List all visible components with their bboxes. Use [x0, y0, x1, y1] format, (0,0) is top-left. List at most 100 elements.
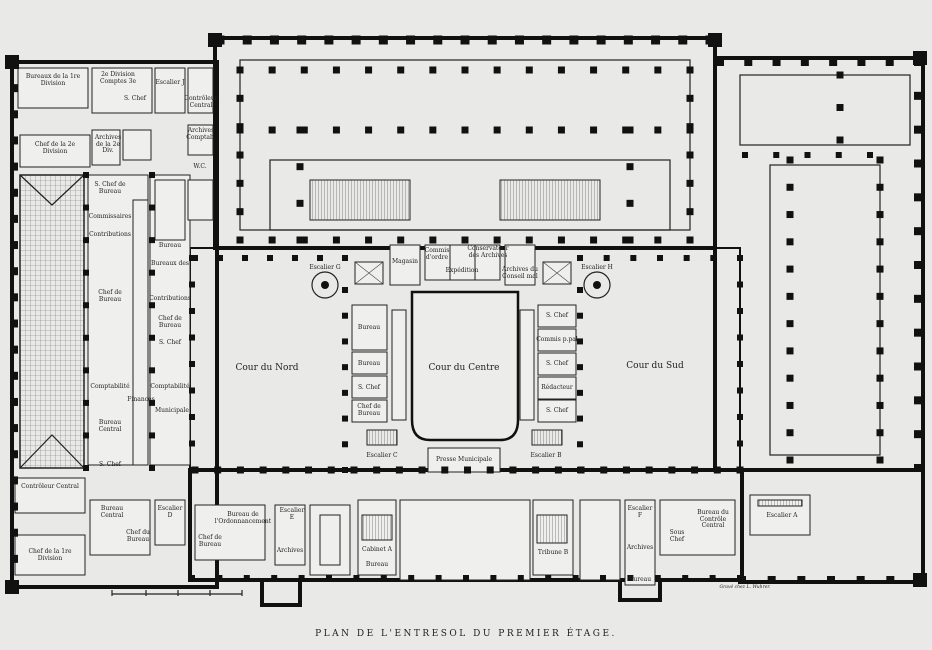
wall-pier — [408, 575, 415, 581]
wall-pier — [236, 236, 244, 244]
wall-pier — [686, 236, 694, 244]
wall-pier — [786, 183, 794, 191]
wall-pier — [577, 255, 583, 261]
grand-hall — [239, 59, 911, 456]
wall-pier — [596, 35, 606, 45]
wall-pier — [300, 126, 308, 134]
wall-pier — [149, 237, 155, 244]
wall-pier — [461, 66, 469, 74]
wall-pier — [876, 429, 884, 437]
wall-pier — [686, 208, 694, 216]
wall-pier — [380, 575, 387, 581]
glass-roof-court — [19, 174, 85, 469]
wall-pier — [645, 466, 653, 474]
wall-pier — [517, 575, 524, 581]
wall-pier — [876, 320, 884, 328]
wall-pier — [435, 575, 442, 581]
wall-pier — [876, 265, 884, 273]
wall-pier — [577, 415, 583, 422]
wall-pier — [577, 287, 583, 293]
wall-pier — [236, 66, 244, 74]
wall-pier — [590, 126, 598, 134]
wall-pier — [83, 432, 89, 439]
wall-pier — [296, 236, 304, 244]
wall-pier — [914, 125, 922, 134]
wall-pier — [835, 152, 842, 158]
wall-pier — [332, 236, 340, 244]
wall-pier — [914, 227, 922, 236]
wall-pier — [10, 214, 18, 223]
wall-pier — [876, 456, 884, 464]
wall-pier — [914, 362, 922, 371]
wall-pier — [83, 399, 89, 406]
wall-pier — [914, 396, 922, 405]
wall-pier — [365, 66, 373, 74]
wall-pier — [10, 554, 18, 563]
wall-pier — [623, 35, 633, 45]
wall-pier — [786, 429, 794, 437]
wall-pier — [296, 163, 304, 171]
wall-pier — [600, 575, 606, 581]
wall-pier — [292, 255, 298, 261]
wall-pier — [786, 292, 794, 300]
wall-pier — [214, 466, 222, 474]
wall-pier — [353, 575, 360, 581]
wall-pier — [886, 576, 895, 584]
wall-pier — [744, 58, 753, 66]
wall-pier — [651, 35, 661, 45]
wall-pier — [217, 255, 223, 261]
wall-pier — [10, 397, 18, 406]
wall-pier — [268, 126, 276, 134]
wall-pier — [342, 364, 348, 371]
wall-pier — [876, 211, 884, 219]
wall-pier — [856, 576, 865, 584]
wall-pier — [297, 35, 307, 45]
wall-pier — [236, 208, 244, 216]
wall-pier — [525, 66, 533, 74]
wall-pier — [208, 33, 222, 47]
wall-pier — [397, 236, 405, 244]
wall-pier — [577, 312, 583, 319]
wall-pier — [342, 441, 348, 448]
wall-pier — [668, 466, 676, 474]
wall-pier — [300, 66, 308, 74]
wall-pier — [737, 440, 743, 447]
wall-pier — [149, 172, 155, 178]
wall-pier — [342, 287, 348, 293]
scale-bar — [111, 590, 243, 596]
wall-pier — [800, 58, 809, 66]
wall-pier — [342, 389, 348, 396]
wall-pier — [10, 319, 18, 328]
wall-pier — [342, 312, 348, 319]
wall-pier — [429, 236, 437, 244]
court-label-nord: Cour du Nord — [235, 363, 298, 373]
wall-pier — [876, 347, 884, 355]
wall-pier — [461, 236, 469, 244]
wall-pier — [149, 269, 155, 276]
wall-pier — [433, 35, 443, 45]
wall-pier — [149, 367, 155, 374]
wall-pier — [332, 66, 340, 74]
wall-pier — [577, 389, 583, 396]
wall-pier — [83, 172, 89, 178]
wall-pier — [268, 236, 276, 244]
wall-pier — [622, 466, 630, 474]
wall-pier — [397, 126, 405, 134]
plan-title: PLAN DE L'ENTRESOL DU PREMIER ÉTAGE. — [315, 627, 617, 639]
wall-pier — [557, 236, 565, 244]
wall-pier — [786, 265, 794, 273]
wall-pier — [493, 66, 501, 74]
wall-pier — [83, 237, 89, 244]
wall-pier — [691, 466, 699, 474]
wall-pier — [622, 236, 630, 244]
wall-pier — [876, 238, 884, 246]
wall-pier — [525, 236, 533, 244]
wall-pier — [342, 255, 348, 261]
wall-pier — [857, 58, 866, 66]
wall-pier — [463, 575, 469, 581]
wall-pier — [654, 575, 661, 581]
central-block — [311, 244, 611, 473]
wall-pier — [710, 255, 717, 261]
wall-pier — [742, 152, 748, 158]
wall-pier — [189, 281, 195, 288]
